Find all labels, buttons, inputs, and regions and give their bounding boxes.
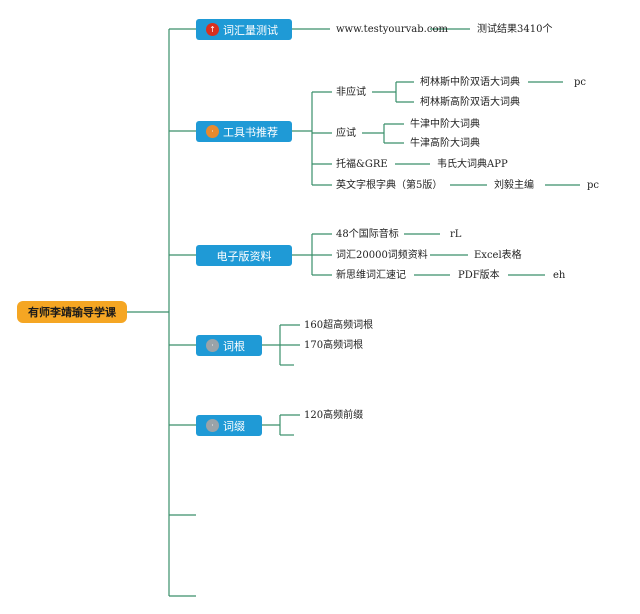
node-roots-160: 160超高频词根 xyxy=(304,320,374,331)
vocab-test-result: 测试结果3410个 xyxy=(477,24,553,35)
branch-label: 词根 xyxy=(223,339,245,353)
node-toefl-gre: 托福&GRE xyxy=(336,159,388,170)
node-prefix-120: 120高频前缀 xyxy=(304,410,364,421)
node-collins-mid-note: pc xyxy=(574,77,587,88)
node-roots-170: 170高频词根 xyxy=(304,340,364,351)
branch-affixes[interactable]: · 词缀 xyxy=(196,415,262,436)
node-phonetics: 48个国际音标 xyxy=(336,229,399,240)
node-oxford-mid: 牛津中阶大词典 xyxy=(410,119,480,130)
node-phonetics-note: rL xyxy=(450,229,462,240)
book-icon: · xyxy=(206,125,219,138)
node-pdf-note: eh xyxy=(553,270,566,281)
node-mindmap: 新思维词汇速记 xyxy=(336,270,406,281)
branch-label: 电子版资料 xyxy=(216,249,272,263)
branch-label: 词汇量测试 xyxy=(223,23,278,37)
root-label: 有师李靖瑜导学课 xyxy=(28,306,116,319)
node-exam: 应试 xyxy=(336,128,356,139)
node-collins-mid: 柯林斯中阶双语大词典 xyxy=(420,77,520,88)
branch-label: 工具书推荐 xyxy=(223,125,278,139)
node-editor: 刘毅主编 xyxy=(494,180,534,191)
node-excel: Excel表格 xyxy=(474,250,522,261)
node-non-exam: 非应试 xyxy=(336,87,366,98)
branch-e-resources[interactable]: 电子版资料 xyxy=(196,245,292,266)
branch-tool-books[interactable]: · 工具书推荐 xyxy=(196,121,292,142)
branch-vocab-test[interactable]: ↑ 词汇量测试 xyxy=(196,19,292,40)
branch-label: 词缀 xyxy=(223,419,245,433)
node-pdf: PDF版本 xyxy=(458,270,500,281)
circle-icon: · xyxy=(206,419,219,432)
flag-icon: ↑ xyxy=(206,23,219,36)
node-etymology: 英文字根字典（第5版） xyxy=(336,180,443,191)
root-node[interactable]: 有师李靖瑜导学课 xyxy=(17,301,127,323)
node-oxford-high: 牛津高阶大词典 xyxy=(410,138,480,149)
node-collins-high: 柯林斯高阶双语大词典 xyxy=(420,97,520,108)
vocab-test-site[interactable]: www.testyourvab.com xyxy=(336,24,448,35)
circle-icon: · xyxy=(206,339,219,352)
branch-roots[interactable]: · 词根 xyxy=(196,335,262,356)
node-webster: 韦氏大词典APP xyxy=(437,159,508,170)
node-vocab20000: 词汇20000词频资料 xyxy=(336,250,428,261)
node-editor-note: pc xyxy=(587,180,600,191)
